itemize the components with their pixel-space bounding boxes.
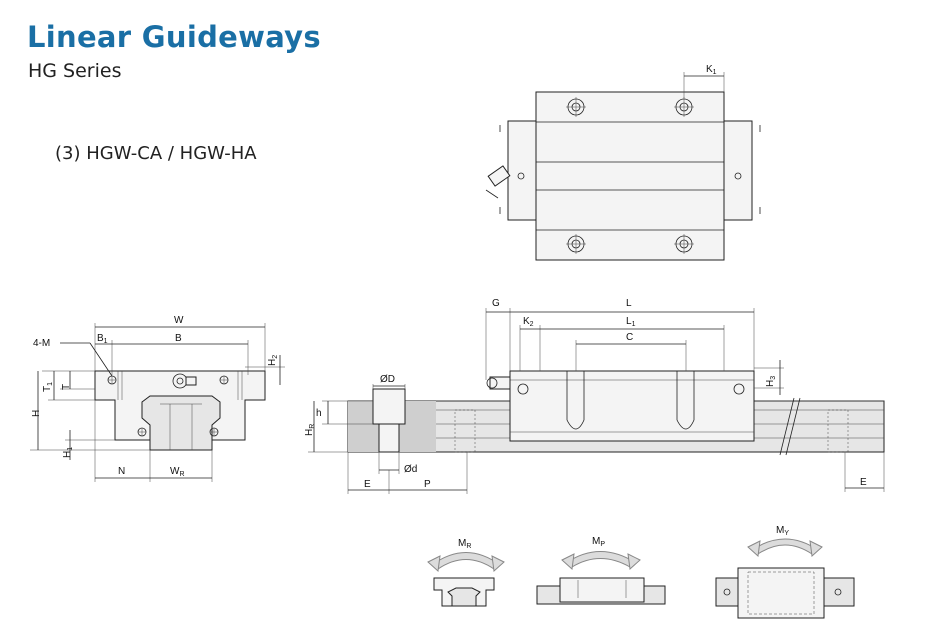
dim-4m-label: 4-M [33, 338, 50, 349]
dim-h-label: H [31, 410, 42, 417]
front-view-rail [141, 395, 221, 451]
series-subtitle: HG Series [28, 60, 122, 82]
dim-b1-label: B1 [97, 333, 108, 345]
dim-od-label: ØD [380, 374, 395, 385]
dim-k1-label: K1 [706, 64, 717, 76]
dim-g-label: G [492, 298, 500, 309]
bolt-icon [209, 427, 219, 437]
moment-my-label: MY [776, 525, 789, 537]
dim-wr-label: WR [170, 466, 185, 478]
bolt-icon [137, 427, 147, 437]
grease-nipple-icon [485, 165, 511, 199]
top-view-drawing: K1 [485, 64, 761, 261]
dim-t1-label: T1 [42, 382, 54, 392]
dim-t-label: T [61, 384, 72, 390]
moment-mr-diagram: MR [427, 538, 505, 607]
top-view-block [535, 91, 725, 261]
bolt-icon [107, 375, 117, 385]
dim-h1-label: H1 [62, 447, 74, 458]
mount-hole-icon [566, 234, 586, 254]
dim-e-left-label: E [364, 479, 371, 490]
side-view-block [509, 370, 755, 442]
page-title: Linear Guideways [27, 20, 321, 54]
side-view-drawing: G L K2 L1 C H3 ØD h HR [304, 298, 885, 494]
dim-h3-label: H3 [765, 376, 777, 387]
dim-n-label: N [118, 466, 125, 477]
top-view-end-seal-left [507, 120, 539, 221]
front-view-drawing: W B B1 4-M H2 T T1 H H1 [30, 315, 285, 482]
mount-hole-icon [674, 97, 694, 117]
seal-screw-icon [517, 383, 529, 395]
dim-l-label: L [626, 298, 632, 309]
model-heading: (3) HGW-CA / HGW-HA [55, 143, 257, 164]
dim-h2-label: H2 [267, 355, 279, 366]
dim-w-label: W [174, 315, 184, 326]
grease-nipple-icon [486, 376, 511, 390]
rail-bolt-head [372, 388, 406, 425]
mount-hole-icon [674, 234, 694, 254]
dim-l1-label: L1 [626, 316, 636, 328]
seal-screw-icon [734, 172, 742, 180]
moment-my-diagram: MY [715, 525, 855, 619]
moment-mp-label: MP [592, 536, 605, 548]
seal-screw-icon [517, 172, 525, 180]
dim-c-label: C [626, 332, 633, 343]
seal-screw-icon [733, 383, 745, 395]
mount-hole-icon [566, 97, 586, 117]
bolt-icon [219, 375, 229, 385]
dim-h-small-label: h [316, 408, 322, 419]
moment-mp-diagram: MP [536, 536, 666, 605]
dim-b-label: B [175, 333, 182, 344]
dim-e-right-label: E [860, 477, 867, 488]
dim-k2-label: K2 [523, 316, 534, 328]
dim-hr-label: HR [304, 424, 316, 436]
dim-small-d-label: Ød [404, 464, 417, 475]
moment-mr-label: MR [458, 538, 471, 550]
top-view-end-seal-right [721, 120, 753, 221]
grease-nipple-icon [172, 373, 197, 389]
dim-p-label: P [424, 479, 431, 490]
